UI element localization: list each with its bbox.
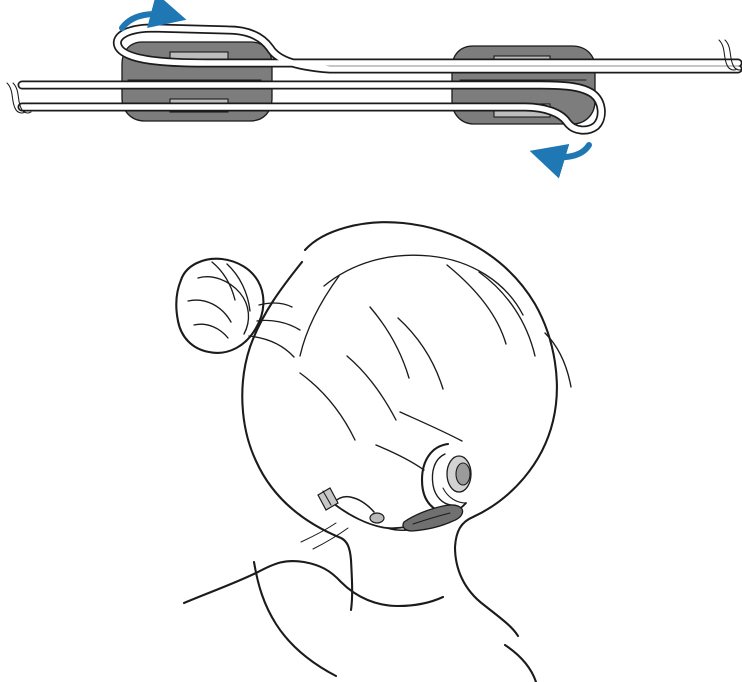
hair-strand (300, 373, 355, 440)
cable-slider (370, 513, 384, 523)
hair-strand (400, 412, 462, 441)
shoulder-outline (184, 561, 443, 606)
earbud (443, 456, 471, 503)
inline-control-unit (403, 505, 463, 531)
back-outline (505, 645, 536, 682)
neck-left-outline (242, 262, 352, 610)
hair-bun (176, 259, 300, 357)
hair-strand (545, 333, 571, 387)
hair-strand (370, 307, 409, 378)
hair-strand (479, 272, 535, 356)
curved-arrow-icon (540, 145, 589, 157)
cable-clip-panel (7, 14, 742, 157)
cable-clip-on-neck (318, 488, 338, 510)
head-outline (305, 222, 557, 636)
hair-strand (398, 318, 443, 389)
hair-strand (376, 445, 424, 470)
hair-strand (300, 276, 339, 356)
hair-crown (324, 255, 523, 315)
shirt-collar (254, 562, 336, 676)
hair-strand (347, 356, 396, 420)
hair-strand (447, 265, 506, 344)
wearing-illustration (176, 222, 571, 682)
